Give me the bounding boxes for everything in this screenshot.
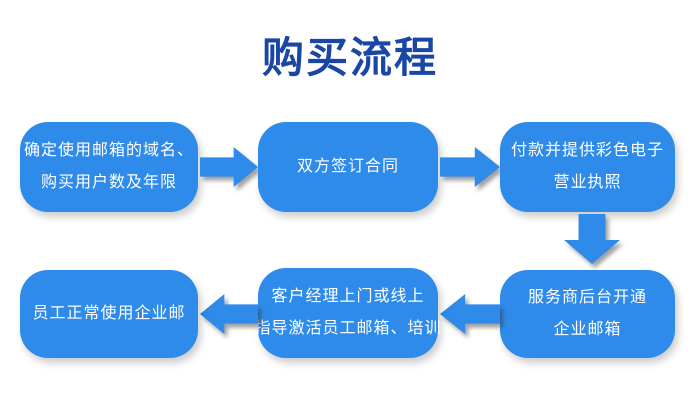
flow-step-2: 双方签订合同 [258, 122, 438, 212]
flow-step-2-line-1: 双方签订合同 [296, 157, 399, 175]
flow-step-3-line-2: 营业执照 [553, 173, 622, 191]
flow-step-6: 员工正常使用企业邮 [20, 270, 198, 358]
arrow-down-icon [564, 214, 620, 264]
flow-step-3: 付款并提供彩色电子 营业执照 [500, 122, 675, 212]
flow-step-1: 确定使用邮箱的域名、 购买用户数及年限 [20, 122, 198, 212]
flow-step-1-line-1: 确定使用邮箱的域名、 [24, 142, 195, 160]
arrow-step1-to-step2-icon [200, 147, 258, 187]
arrow-left-icon [440, 294, 500, 334]
page-title: 购买流程 [261, 34, 438, 81]
arrow-step4-to-step5-icon [440, 294, 500, 334]
flow-step-5-line-2: 指导激活员工邮箱、培训 [254, 319, 442, 337]
arrow-right-icon [440, 147, 500, 187]
arrow-left-icon [200, 294, 258, 334]
arrow-right-icon [200, 147, 258, 187]
flow-step-5-line-1: 客户经理上门或线上 [271, 288, 425, 306]
flow-step-6-line-1: 员工正常使用企业邮 [32, 304, 186, 322]
arrow-step2-to-step3-icon [440, 147, 500, 187]
flow-step-4: 服务商后台开通 企业邮箱 [500, 270, 675, 358]
flow-step-3-line-1: 付款并提供彩色电子 [510, 142, 664, 160]
flow-step-4-line-1: 服务商后台开通 [527, 289, 647, 307]
arrow-step5-to-step6-icon [200, 294, 258, 334]
flow-step-5: 客户经理上门或线上 指导激活员工邮箱、培训 [255, 268, 441, 358]
arrow-step3-to-step4-icon [564, 214, 620, 264]
flow-step-1-line-2: 购买用户数及年限 [40, 173, 177, 191]
flow-step-4-line-2: 企业邮箱 [553, 320, 622, 338]
